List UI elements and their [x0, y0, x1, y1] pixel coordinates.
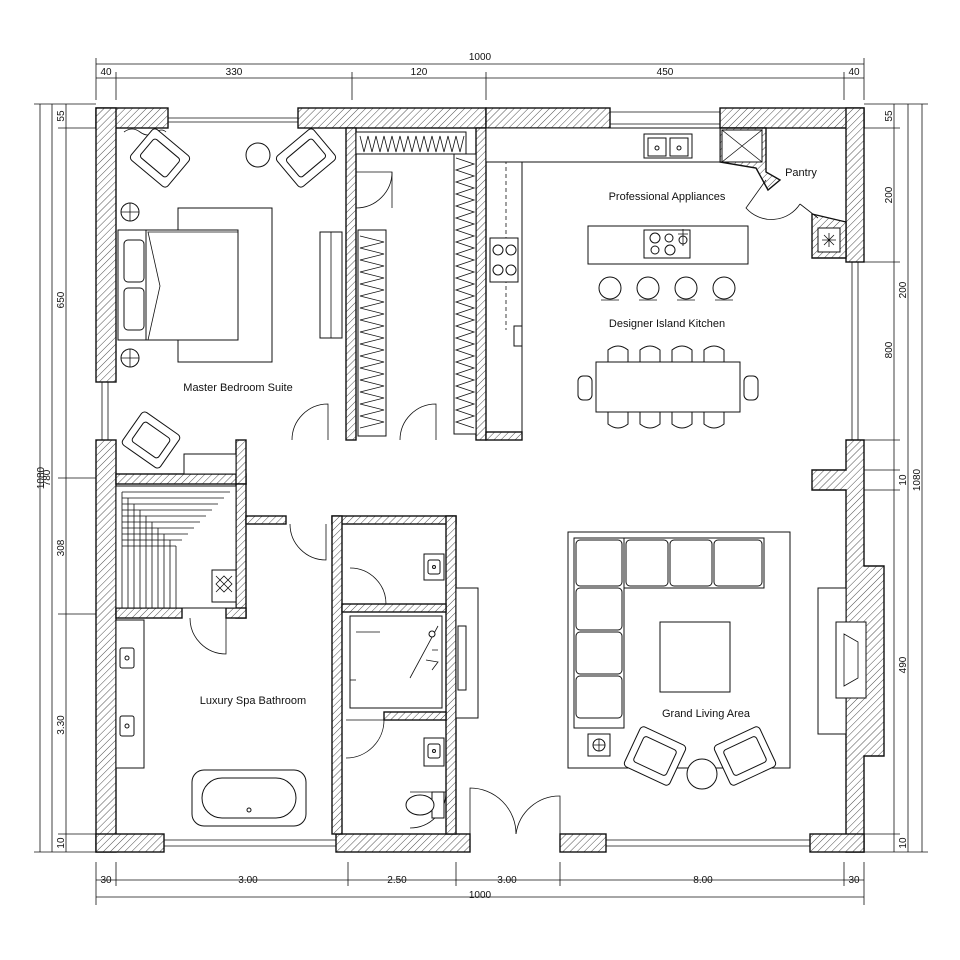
dim-right-seg: 10 — [898, 474, 909, 486]
dim-bottom-seg: 30 — [100, 875, 112, 886]
dimension-bottom: 30 3.00 2.50 3.00 8.00 30 1000 — [95, 862, 865, 905]
dim-right-seg: 490 — [898, 656, 909, 673]
armchair-icon — [623, 726, 687, 786]
dim-top-seg: 120 — [411, 67, 428, 78]
master-bedroom: Master Bedroom Suite — [117, 128, 343, 475]
pantry: Pantry — [785, 167, 841, 253]
dim-left-seg: 10 — [56, 837, 67, 849]
interior-walls — [115, 127, 847, 835]
dim-left-seg: 780 — [42, 469, 53, 486]
bathtub-icon — [191, 769, 307, 827]
sofa-icon — [573, 537, 765, 729]
dim-right-seg: 10 — [898, 837, 909, 849]
dimension-right: 55 200 200 800 10 1080 490 10 — [864, 103, 928, 853]
dim-bottom-total: 1000 — [469, 890, 492, 901]
sink-icon — [119, 715, 135, 737]
dim-top-seg: 450 — [657, 67, 674, 78]
dim-top-seg: 330 — [226, 67, 243, 78]
dim-right-seg: 200 — [898, 281, 909, 298]
stove-icon — [489, 237, 519, 283]
dim-right-seg: 55 — [884, 110, 895, 122]
armchair-icon — [129, 128, 191, 188]
walk-in-closet — [355, 131, 477, 437]
room-label-bathroom: Luxury Spa Bathroom — [200, 695, 306, 707]
side-table — [686, 758, 718, 790]
console-table — [457, 625, 467, 691]
room-label-appliances: Professional Appliances — [609, 191, 726, 203]
armchair-icon — [121, 411, 181, 469]
dim-bottom-seg: 30 — [848, 875, 860, 886]
spa-bathroom: Luxury Spa Bathroom — [115, 619, 307, 827]
dim-left-total: 1080 — [36, 466, 47, 489]
dim-right-seg: 800 — [884, 341, 895, 358]
sink-icon — [423, 553, 445, 581]
room-label-living: Grand Living Area — [662, 708, 751, 720]
sink-icon — [119, 647, 135, 669]
shower-icon — [349, 615, 443, 709]
dining-table — [577, 345, 759, 429]
fireplace-icon — [817, 587, 867, 735]
dim-bottom-seg: 8.00 — [693, 875, 713, 886]
dimension-left: 1080 55 650 780 308 3.30 10 — [34, 103, 96, 853]
dim-bottom-seg: 3.00 — [238, 875, 258, 886]
lamp-icon — [587, 733, 611, 757]
dim-top-total: 1000 — [469, 52, 492, 63]
kitchen: Professional Appliances Designer Island … — [485, 127, 763, 432]
dim-left-seg: 308 — [56, 539, 67, 556]
room-label-kitchen: Designer Island Kitchen — [609, 318, 725, 330]
wc-shower — [349, 553, 479, 819]
side-table — [245, 142, 271, 168]
armchair-icon — [275, 128, 337, 188]
dim-left-seg: 650 — [56, 291, 67, 308]
dim-right-seg: 1080 — [912, 468, 923, 491]
dim-bottom-seg: 3.00 — [497, 875, 517, 886]
dim-left-seg: 3.30 — [56, 715, 67, 735]
sink-icon — [423, 737, 445, 767]
dim-top-seg: 40 — [848, 67, 860, 78]
windows — [101, 111, 859, 847]
sauna-heater-icon — [211, 569, 237, 603]
toilet-icon — [405, 791, 445, 819]
sauna — [115, 485, 237, 609]
living-area: Grand Living Area — [567, 531, 867, 790]
dimension-top: 1000 40 330 120 450 40 — [95, 52, 865, 100]
room-label-pantry: Pantry — [785, 167, 817, 179]
bar-stools — [598, 276, 736, 301]
dim-right-seg: 200 — [884, 186, 895, 203]
dim-bottom-seg: 2.50 — [387, 875, 407, 886]
kitchen-island — [587, 225, 749, 265]
coffee-table — [659, 621, 731, 693]
dim-top-seg: 40 — [100, 67, 112, 78]
armchair-icon — [713, 726, 777, 786]
bed-icon — [117, 229, 239, 341]
desk — [183, 453, 237, 475]
room-label-master-bedroom: Master Bedroom Suite — [183, 382, 292, 394]
sink-icon — [643, 133, 693, 159]
dim-left-seg: 55 — [56, 110, 67, 122]
